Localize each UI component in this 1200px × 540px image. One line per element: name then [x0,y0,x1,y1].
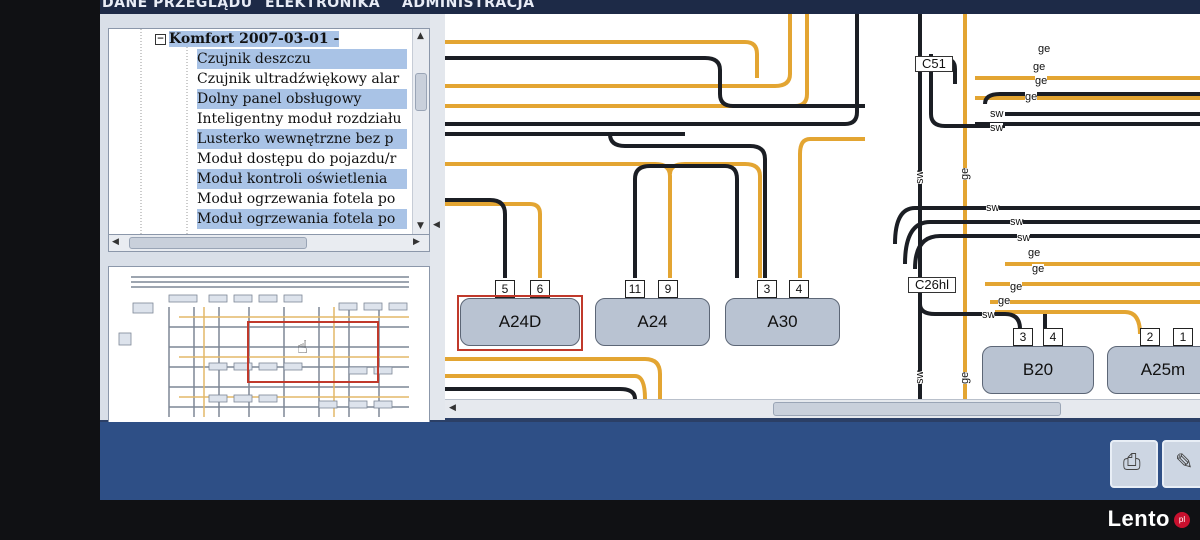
print-button[interactable]: ⎙ [1110,440,1158,488]
tree-horizontal-scrollbar[interactable]: ◀ ▶ [108,234,430,252]
watermark-brand: Lento [1107,506,1170,531]
collapse-icon[interactable]: − [155,33,166,45]
pin-label: 3 [1013,328,1033,346]
wire-label: sw [914,370,926,384]
wiring-lines [445,14,1200,399]
component-A25m[interactable]: A25m [1107,346,1200,394]
menu-dane-przegladu[interactable]: DANE PRZEGLĄDU [102,0,253,11]
tree-vertical-scrollbar[interactable]: ▲ ▼ [412,29,429,235]
tree-item[interactable]: Moduł ogrzewania fotela po [197,191,396,207]
wire-label: ge [1035,75,1048,87]
diagram-overview[interactable]: ☝ [108,266,430,428]
tree-scroll-thumb[interactable] [415,73,427,111]
scroll-down-icon[interactable]: ▼ [417,221,424,231]
wire-label: sw [990,122,1004,134]
wiring-diagram[interactable]: 5 6 A24D 11 9 A24 3 4 A30 3 4 B20 2 1 A2… [445,14,1200,399]
overview-schematic [118,276,409,417]
wire-label: sw [982,309,996,321]
component-A24[interactable]: A24 [595,298,710,346]
pin-label: 4 [789,280,809,298]
component-tree[interactable]: −Komfort 2007-03-01 - Czujnik deszczu Cz… [108,28,430,236]
tree-item[interactable]: Czujnik ultradźwiękowy alar [197,71,400,87]
wire-label: ge [1033,61,1046,73]
tree-root-label: Komfort 2007-03-01 - [169,31,340,47]
collapse-left-icon[interactable]: ◀ [433,220,440,230]
pin-label: 4 [1043,328,1063,346]
tree-item[interactable]: Moduł dostępu do pojazdu/r [197,151,397,167]
wire-label: ge [959,167,971,180]
connector-C51[interactable]: C51 [915,56,953,72]
wire-label: sw [1017,232,1031,244]
bottom-toolbar [100,422,1200,500]
wire-label: sw [914,170,926,184]
tree-hscroll-thumb[interactable] [129,237,307,249]
scroll-left-icon[interactable]: ◀ [112,237,119,247]
tree-item[interactable]: Moduł ogrzewania fotela po [197,209,407,229]
wire-label: ge [1032,263,1045,275]
wire-label: sw [1010,216,1024,228]
tree-root[interactable]: −Komfort 2007-03-01 - [155,29,340,49]
pin-label: 11 [625,280,645,298]
pin-label: 5 [495,280,515,298]
printer-icon: ⎙ [1123,450,1141,475]
wire-label: sw [986,202,1000,214]
tree-item[interactable]: Lusterko wewnętrzne bez p [197,129,407,149]
wire-label: ge [1025,91,1038,103]
wire-label: ge [1028,247,1041,259]
pin-label: 1 [1173,328,1193,346]
diagram-horizontal-scrollbar[interactable]: ◀ [445,399,1200,418]
pin-label: 2 [1140,328,1160,346]
scroll-left-icon[interactable]: ◀ [449,403,456,413]
overview-viewport-frame[interactable] [247,321,379,383]
component-A24D-highlight [457,295,583,351]
tree-item[interactable]: Moduł kontroli oświetlenia [197,169,407,189]
menu-administracja[interactable]: ADMINISTRACJA [402,0,535,11]
pin-label: 6 [530,280,550,298]
scroll-right-icon[interactable]: ▶ [413,237,420,247]
panel-splitter[interactable]: ◀ [430,14,445,420]
connector-C26hl[interactable]: C26hl [908,277,956,293]
tree-item[interactable]: Czujnik deszczu [197,49,407,69]
watermark-suffix: pl [1174,512,1190,528]
tree-item[interactable]: Dolny panel obsługowy [197,89,407,109]
menu-bar: DANE PRZEGLĄDU ELEKTRONIKA ADMINISTRACJA [100,0,1200,14]
component-A24D[interactable]: A24D [460,298,580,346]
wire-label: ge [1038,43,1051,55]
wire-label: sw [990,108,1004,120]
tree-item[interactable]: Inteligentny moduł rozdziału [197,111,402,127]
wire-label: ge [959,371,971,384]
menu-elektronika[interactable]: ELEKTRONIKA [265,0,381,11]
hand-cursor-icon: ☝ [297,337,308,358]
component-A30[interactable]: A30 [725,298,840,346]
left-panel: −Komfort 2007-03-01 - Czujnik deszczu Cz… [100,14,440,428]
pin-label: 9 [658,280,678,298]
pin-label: 3 [757,280,777,298]
diagram-hscroll-thumb[interactable] [773,402,1061,416]
component-B20[interactable]: B20 [982,346,1094,394]
wire-label: ge [1010,281,1023,293]
tree-lines [140,29,188,235]
edit-button[interactable]: ✎ [1162,440,1200,488]
edit-icon: ✎ [1175,450,1194,475]
scroll-up-icon[interactable]: ▲ [417,31,424,41]
wire-label: ge [998,295,1011,307]
application-window: DANE PRZEGLĄDU ELEKTRONIKA ADMINISTRACJA… [100,0,1200,500]
